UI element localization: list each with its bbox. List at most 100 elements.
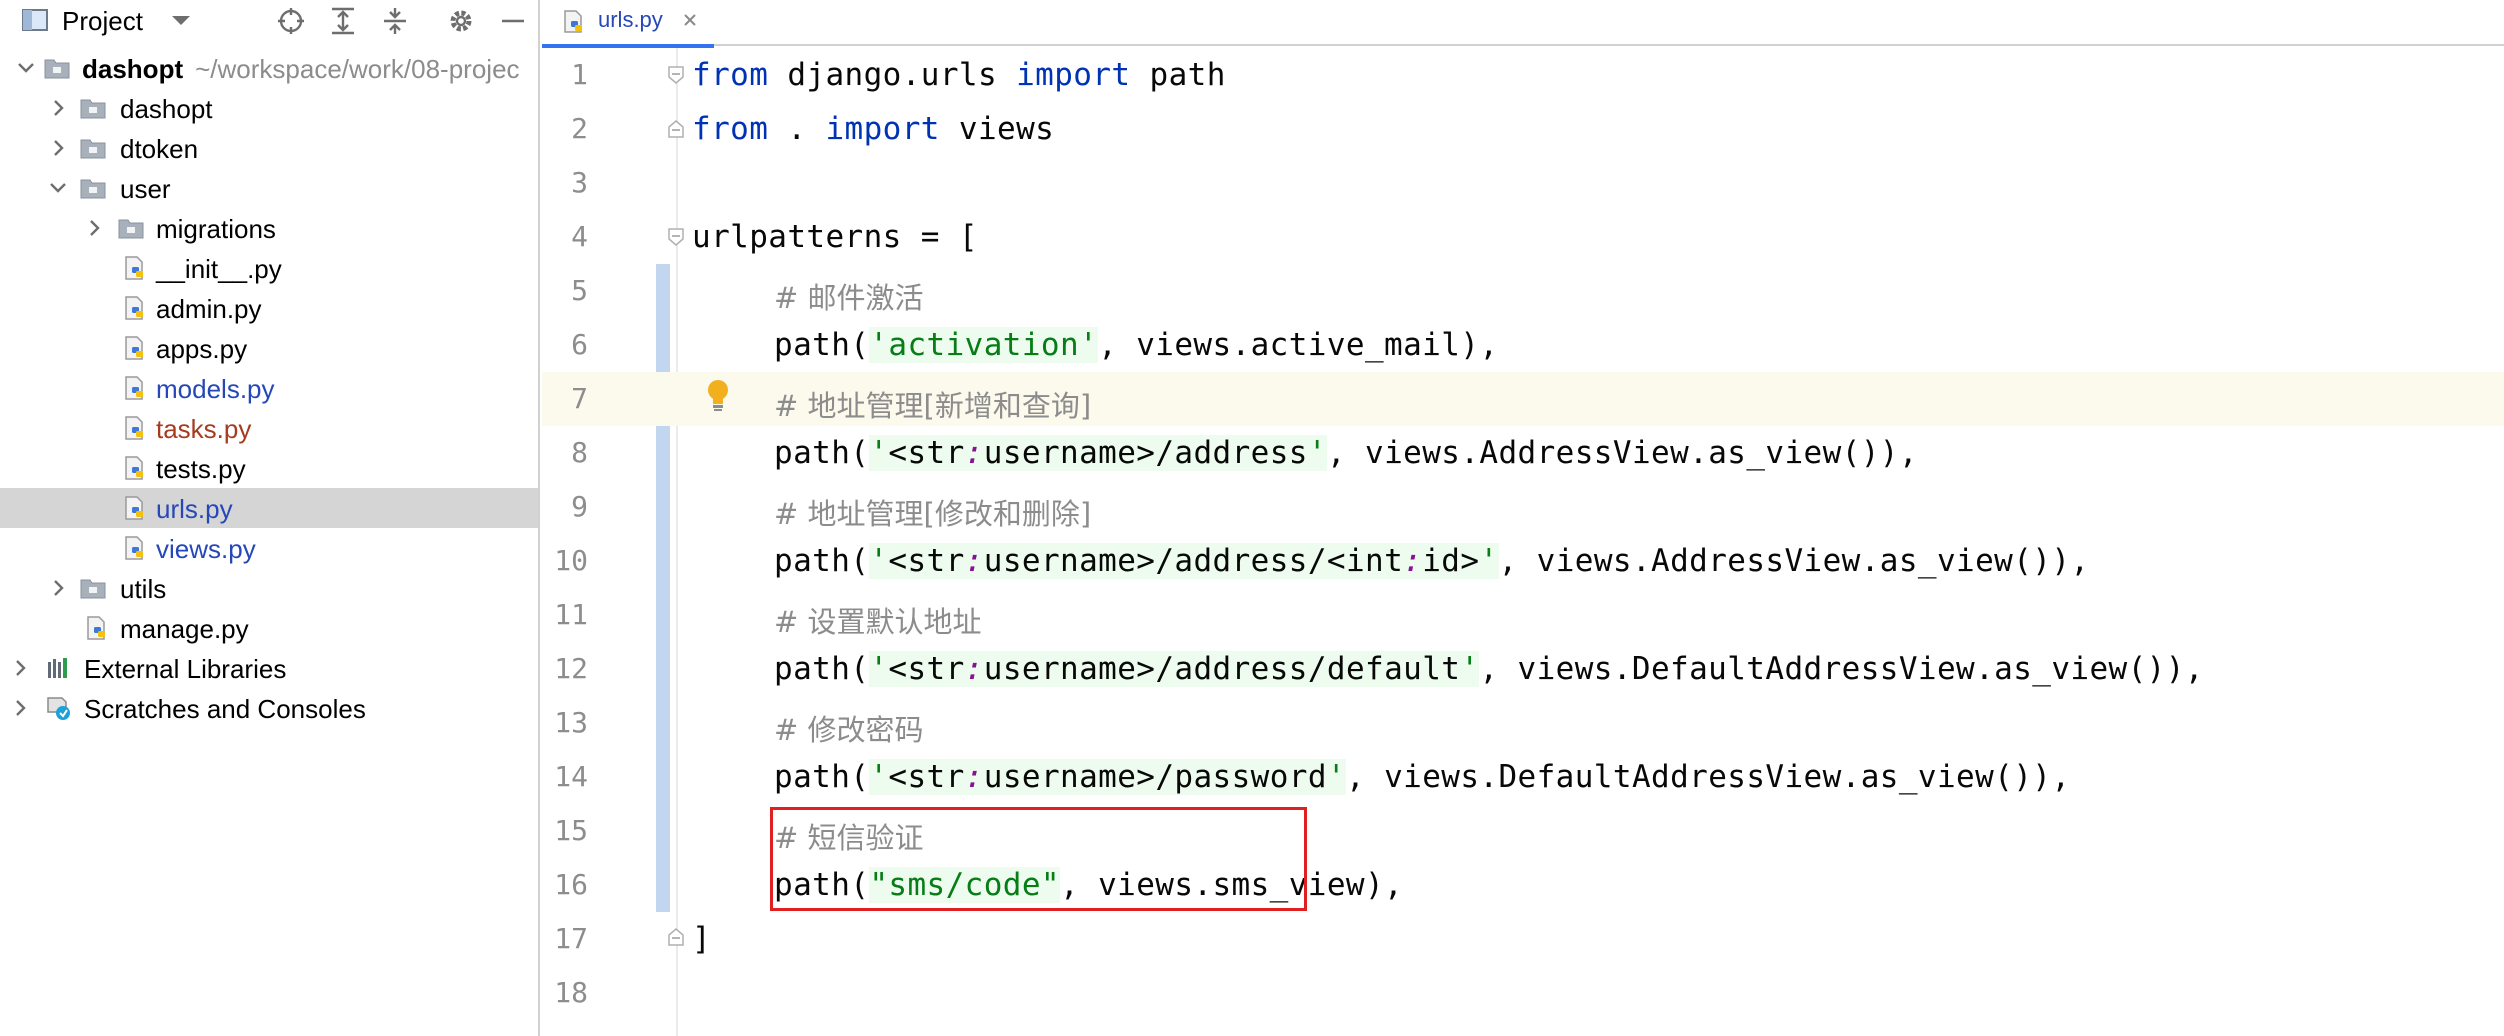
tree-item-text: apps.py xyxy=(156,334,248,364)
folder-icon xyxy=(80,179,106,199)
collapse-all-icon[interactable] xyxy=(378,4,412,38)
tree-item[interactable]: dtoken xyxy=(0,128,538,168)
chevron-right-icon[interactable] xyxy=(46,576,70,600)
tree-item-label: Scratches and Consoles xyxy=(84,694,366,725)
line-number: 5 xyxy=(571,274,588,307)
code-line[interactable]: 17] xyxy=(542,912,2504,966)
code-comment: # 短信验证 xyxy=(774,821,924,855)
code-line[interactable]: 13# 修改密码 xyxy=(542,696,2504,750)
tab-urls-py[interactable]: urls.py xyxy=(542,0,714,48)
folder-icon xyxy=(118,219,144,239)
tree-item[interactable]: dashopt xyxy=(0,88,538,128)
tree-item[interactable]: urls.py xyxy=(0,488,538,528)
folder-icon xyxy=(44,59,70,79)
tree-item[interactable]: Scratches and Consoles xyxy=(0,688,538,728)
code-token: , views.active_mail), xyxy=(1098,327,1499,363)
chevron-right-icon[interactable] xyxy=(46,136,70,160)
line-number: 3 xyxy=(571,166,588,199)
tree-item-label: dtoken xyxy=(120,134,198,165)
tree-item[interactable]: admin.py xyxy=(0,288,538,328)
folder-icon xyxy=(80,579,106,599)
tree-item[interactable]: dashopt~/workspace/work/08-projec xyxy=(0,48,538,88)
vcs-change-marker[interactable] xyxy=(656,264,670,912)
code-token: ] xyxy=(692,921,712,957)
tree-item[interactable]: External Libraries xyxy=(0,648,538,688)
python-file-icon xyxy=(564,10,582,33)
minimize-icon[interactable] xyxy=(496,4,530,38)
tree-item[interactable]: utils xyxy=(0,568,538,608)
line-number: 1 xyxy=(571,58,588,91)
code-text: path('<str:username>/address', views.Add… xyxy=(774,435,1918,471)
chevron-down-icon[interactable] xyxy=(46,176,70,200)
line-number: 13 xyxy=(554,706,588,739)
tree-item[interactable]: user xyxy=(0,168,538,208)
template-colon: : xyxy=(964,651,984,687)
lightbulb-icon[interactable] xyxy=(704,378,732,412)
expand-all-icon[interactable] xyxy=(326,4,360,38)
fold-marker-icon[interactable] xyxy=(667,120,685,138)
string-quote: ' xyxy=(869,543,889,579)
gear-icon[interactable] xyxy=(444,4,478,38)
code-line[interactable]: 7# 地址管理[新增和查询] xyxy=(542,372,2504,426)
chevron-down-icon[interactable] xyxy=(14,56,38,80)
template-colon: : xyxy=(964,759,984,795)
tree-item[interactable]: migrations xyxy=(0,208,538,248)
locate-icon[interactable] xyxy=(274,4,308,38)
string-quote: ' xyxy=(1460,651,1480,687)
tree-item[interactable]: __init__.py xyxy=(0,248,538,288)
code-token: path( xyxy=(774,867,870,903)
code-line[interactable]: 8 path('<str:username>/address', views.Ad… xyxy=(542,426,2504,480)
chevron-right-icon[interactable] xyxy=(46,96,70,120)
code-line[interactable]: 5 # 邮件激活 xyxy=(542,264,2504,318)
code-text: ] xyxy=(692,921,711,957)
string-token: 'activation' xyxy=(869,327,1099,363)
code-line[interactable]: 11# 设置默认地址 xyxy=(542,588,2504,642)
code-line[interactable]: 3 xyxy=(542,156,2504,210)
tree-item[interactable]: tests.py xyxy=(0,448,538,488)
code-token: . xyxy=(768,111,826,147)
chevron-right-icon[interactable] xyxy=(8,656,32,680)
python-file-icon xyxy=(125,256,143,280)
code-line[interactable]: 9# 地址管理[修改和删除] xyxy=(542,480,2504,534)
template-token: id> xyxy=(1422,543,1480,579)
code-comment: # 邮件激活 xyxy=(774,281,924,315)
project-title[interactable]: Project xyxy=(62,6,143,36)
chevron-right-icon[interactable] xyxy=(8,696,32,720)
close-icon[interactable] xyxy=(678,8,702,32)
line-number: 8 xyxy=(571,436,588,469)
code-text: path('<str:username>/password', views.De… xyxy=(774,759,2070,795)
code-token: django.urls xyxy=(768,57,1017,93)
code-line[interactable]: 18 xyxy=(542,966,2504,1020)
code-line[interactable]: 15# 短信验证 xyxy=(542,804,2504,858)
tree-item[interactable]: views.py xyxy=(0,528,538,568)
string-literal: 'activation' xyxy=(869,327,1099,363)
fold-marker-icon[interactable] xyxy=(667,928,685,946)
code-token: path xyxy=(1130,57,1226,93)
tree-item[interactable]: models.py xyxy=(0,368,538,408)
chevron-right-icon[interactable] xyxy=(82,216,106,240)
code-token: path( xyxy=(774,651,870,687)
fold-marker-icon[interactable] xyxy=(667,228,685,246)
fold-marker-icon[interactable] xyxy=(667,66,685,84)
template-colon: : xyxy=(1403,543,1423,579)
tree-item[interactable]: apps.py xyxy=(0,328,538,368)
string-literal: "sms/code" xyxy=(869,867,1060,903)
chevron-down-icon[interactable] xyxy=(170,14,192,28)
gutter-separator xyxy=(676,48,678,1036)
code-text: urlpatterns = [ xyxy=(692,219,978,255)
tree-item[interactable]: tasks.py xyxy=(0,408,538,448)
tree-item-text: tasks.py xyxy=(156,414,252,444)
tree-item[interactable]: manage.py xyxy=(0,608,538,648)
tree-item-label: __init__.py xyxy=(156,254,282,285)
line-number: 10 xyxy=(554,544,588,577)
line-number: 6 xyxy=(571,328,588,361)
